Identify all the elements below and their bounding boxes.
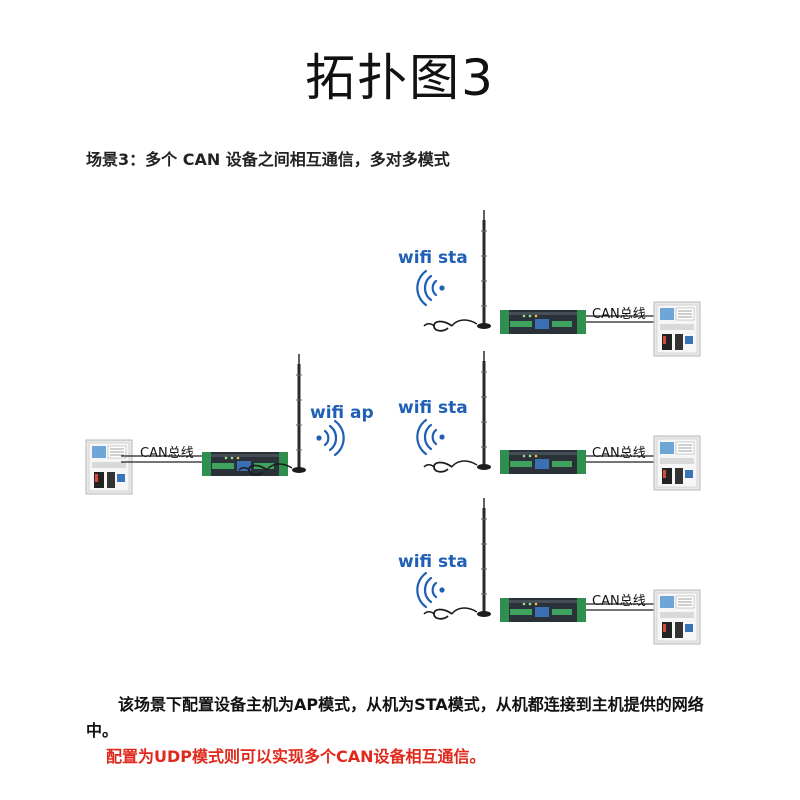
page-title: 拓扑图3 [305, 49, 495, 107]
scenario-description: 该场景下配置设备主机为AP模式，从机为STA模式，从机都连接到主机提供的网络中。 [86, 692, 726, 744]
slave-2-can-label: CAN总线 [592, 446, 646, 461]
slave-1-can-label: CAN总线 [592, 307, 646, 322]
master-node [85, 352, 345, 495]
udp-note: 配置为UDP模式则可以实现多个CAN设备相互通信。 [106, 747, 486, 766]
slave-node-1 [416, 208, 701, 357]
master-can-label: CAN总线 [140, 446, 194, 461]
can-device-icon [653, 435, 701, 491]
master-wifi-label: wifi ap [310, 403, 374, 423]
slave-3-wifi-label: wifi sta [398, 552, 468, 572]
description-text: 该场景下配置设备主机为AP模式，从机为STA模式，从机都连接到主机提供的网络中。 [86, 695, 704, 740]
wifi-broadcast-icon [316, 419, 345, 457]
wifi-receive-icon [416, 418, 445, 456]
slave-node-3 [416, 496, 701, 645]
slave-1-wifi-label: wifi sta [398, 248, 468, 268]
wifi-receive-icon [416, 269, 445, 307]
wifi-receive-icon [416, 571, 445, 609]
gateway-device-icon [500, 310, 586, 334]
can-device-icon [653, 589, 701, 645]
scenario-subtitle: 场景3：多个 CAN 设备之间相互通信，多对多模式 [86, 150, 450, 169]
slave-2-wifi-label: wifi sta [398, 398, 468, 418]
gateway-device-icon [500, 450, 586, 474]
gateway-device-icon [500, 598, 586, 622]
slave-node-2 [416, 349, 701, 491]
antenna-icon [422, 208, 493, 333]
slave-3-can-label: CAN总线 [592, 594, 646, 609]
can-device-icon [85, 439, 133, 495]
can-device-icon [653, 301, 701, 357]
